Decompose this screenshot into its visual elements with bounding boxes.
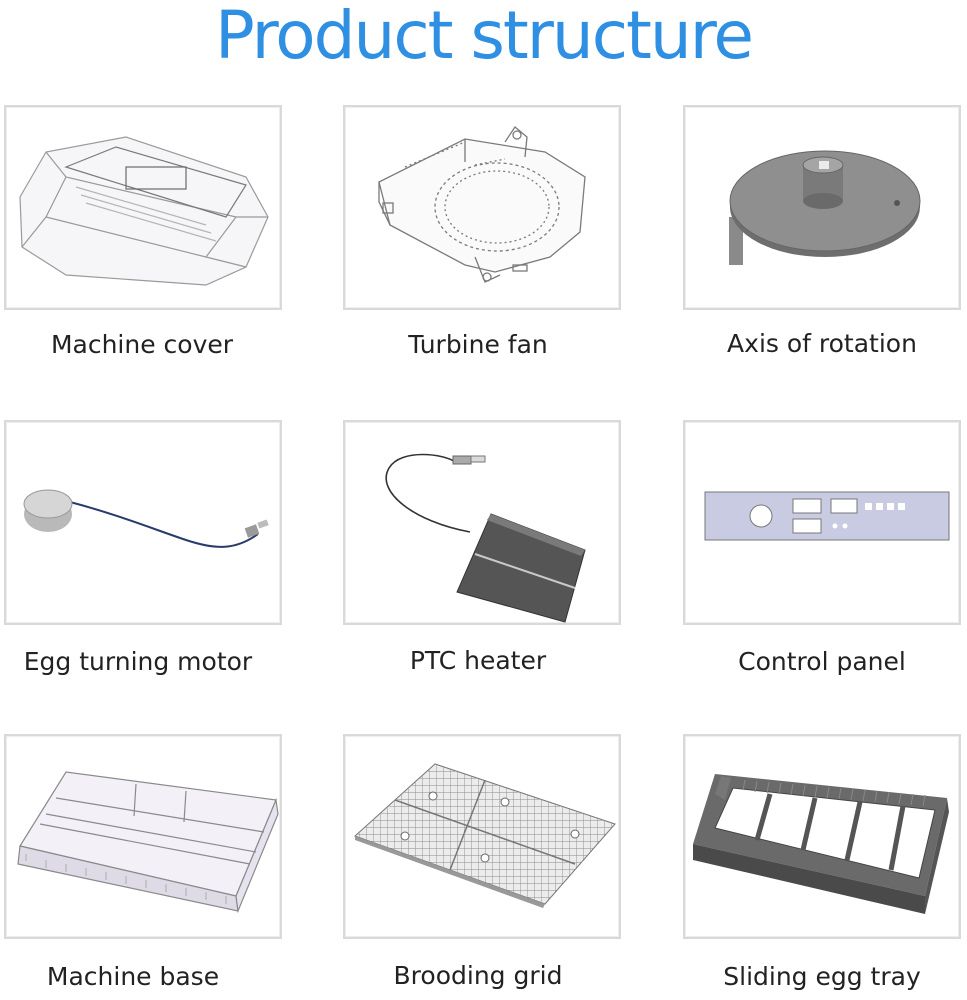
card-turbine-fan bbox=[343, 105, 621, 310]
item-label: Brooding grid bbox=[393, 961, 563, 990]
card-machine-cover bbox=[4, 105, 282, 310]
item-label: PTC heater bbox=[409, 646, 547, 675]
card-control-panel bbox=[683, 420, 961, 625]
item-label: Sliding egg tray bbox=[723, 962, 921, 991]
card-axis-of-rotation bbox=[683, 105, 961, 310]
card-machine-base bbox=[4, 734, 282, 939]
egg-turning-motor-icon bbox=[23, 489, 269, 548]
ptc-heater-icon bbox=[385, 453, 586, 623]
sliding-egg-tray-icon bbox=[693, 774, 949, 914]
control-panel-icon bbox=[704, 491, 950, 541]
item-label: Control panel bbox=[738, 647, 906, 676]
brooding-grid-icon bbox=[354, 763, 616, 908]
item-label: Axis of rotation bbox=[727, 329, 917, 358]
machine-cover-icon bbox=[19, 136, 269, 286]
axis-of-rotation-icon bbox=[729, 150, 921, 265]
card-brooding-grid bbox=[343, 734, 621, 939]
page-title: Product structure bbox=[214, 0, 754, 74]
turbine-fan-icon bbox=[378, 126, 586, 283]
machine-base-icon bbox=[17, 771, 279, 914]
card-egg-turning-motor bbox=[4, 420, 282, 625]
item-label: Turbine fan bbox=[408, 330, 548, 359]
card-sliding-egg-tray bbox=[683, 734, 961, 939]
item-label: Egg turning motor bbox=[23, 647, 253, 676]
item-label: Machine base bbox=[46, 962, 220, 991]
item-label: Machine cover bbox=[50, 330, 234, 359]
card-ptc-heater bbox=[343, 420, 621, 625]
